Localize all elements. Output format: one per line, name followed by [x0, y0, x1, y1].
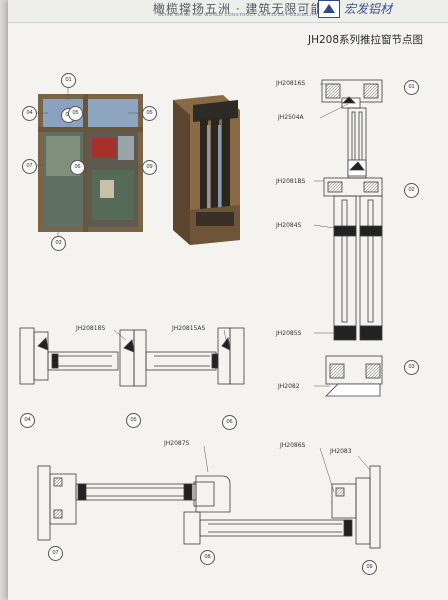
part-label-jh2085s: JH2085S: [276, 330, 302, 337]
horizontal-section-07-09: [37, 465, 381, 549]
section-number-03: 03: [404, 360, 419, 375]
callout-04: 04: [22, 106, 37, 121]
callout-07: 07: [22, 159, 37, 174]
section-3d-render: [173, 95, 240, 245]
part-label-jh2083: JH2083: [330, 448, 352, 455]
part-label-jh2504a: JH2504A: [278, 114, 304, 121]
catalog-page: 橄榄撑扬五洲 · 建筑无限可能 OLIVE SHINE THE WORLD CO…: [8, 0, 448, 600]
window-elevation: [38, 94, 143, 232]
vertical-section: [321, 79, 383, 397]
horizontal-section-04-06: [19, 327, 245, 387]
callout-06: 06: [70, 160, 85, 175]
part-label-jh20815as: JH20815AS: [172, 325, 206, 332]
part-label-jh20818s: JH20818S: [76, 325, 106, 332]
section-number-09: 09: [362, 560, 377, 575]
section-number-05: 05: [126, 413, 141, 428]
section-number-08: 08: [200, 550, 215, 565]
slogan-english: OLIVE SHINE THE WORLD CONSTRUCT LIMITLES…: [158, 12, 319, 17]
brand-name: 宏发铝材: [344, 2, 393, 16]
section-number-04: 04: [20, 413, 35, 428]
section-number-02: 02: [404, 183, 419, 198]
brand-logo-icon: [318, 0, 340, 18]
section-number-06: 06: [222, 415, 237, 430]
slogan-chinese: 橄榄撑扬五洲 · 建筑无限可能: [153, 2, 324, 16]
part-label-jh2087s: JH2087S: [164, 440, 190, 447]
page-title: JH208系列推拉窗节点图: [308, 34, 424, 46]
section-number-01: 01: [404, 80, 419, 95]
callout-01: 01: [61, 73, 76, 88]
section-number-07: 07: [48, 546, 63, 561]
callout-03: 03: [51, 236, 66, 251]
part-label-jh2086s: JH2086S: [280, 442, 306, 449]
part-label-jh2081bs: JH2081BS: [276, 178, 306, 185]
callout-09: 09: [142, 160, 157, 175]
node-drawings: [19, 79, 383, 549]
callout-05: 05: [68, 106, 83, 121]
part-label-jh20816s: JH20816S: [276, 80, 306, 87]
part-label-jh2084s: JH2084S: [276, 222, 302, 229]
part-label-jh2082: JH2082: [278, 383, 300, 390]
callout-05b: 05: [142, 106, 157, 121]
header-strip: 橄榄撑扬五洲 · 建筑无限可能 OLIVE SHINE THE WORLD CO…: [8, 0, 448, 23]
